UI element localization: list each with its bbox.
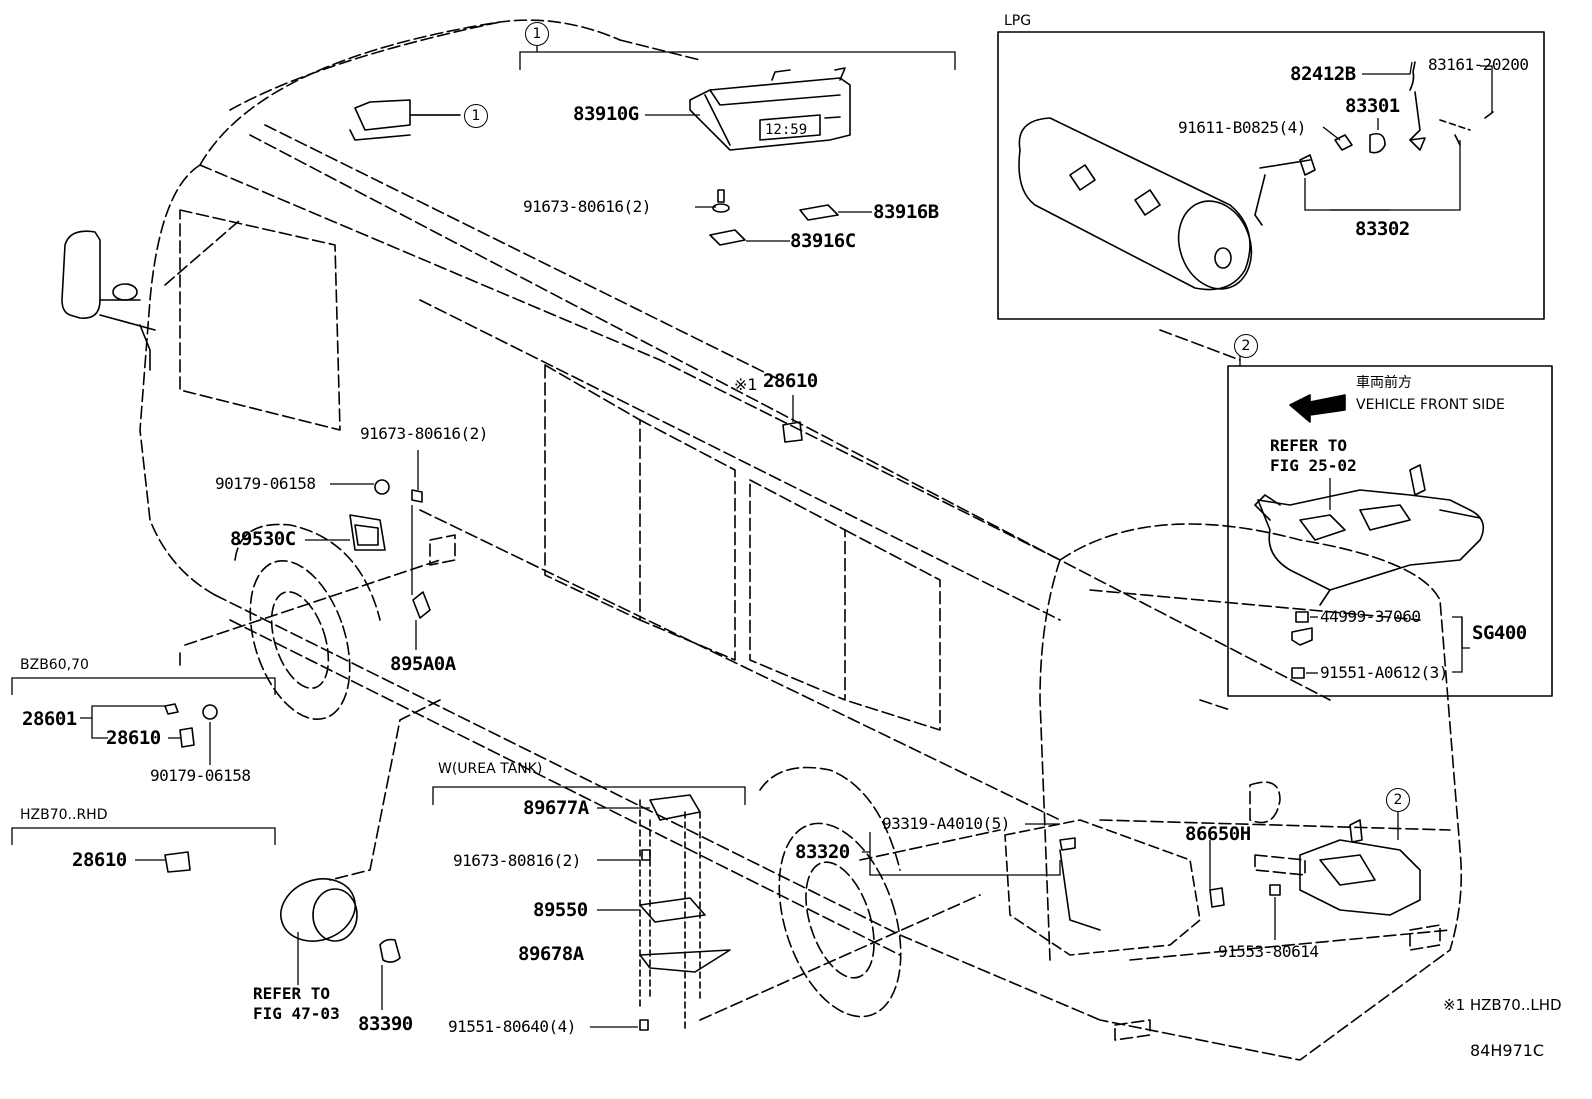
clock-unit-drawing: 12:59: [689, 67, 851, 151]
part-82412B: 82412B: [1290, 63, 1356, 85]
part-83916C: 83916C: [790, 230, 856, 252]
part-28601: 28601: [22, 708, 77, 730]
part-91551-80640: 91551-80640(4): [448, 1017, 576, 1036]
footnote: ※1 HZB70..LHD: [1443, 996, 1562, 1014]
part-91673-80616-mid: 91673-80616(2): [360, 424, 488, 443]
part-89677A: 89677A: [523, 797, 589, 819]
part-91553-80614: 91553-80614: [1218, 942, 1319, 961]
part-83161-20200: 83161-20200: [1428, 55, 1529, 74]
figure-id: 84H971C: [1470, 1041, 1545, 1060]
part-28610-bzb: 28610: [106, 727, 161, 749]
part-83916B: 83916B: [873, 201, 939, 223]
part-90179-06158-a: 90179-06158: [215, 474, 316, 493]
part-28610-hzb: 28610: [72, 849, 127, 871]
part-89530C: 89530C: [230, 528, 296, 550]
svg-text:12:59: 12:59: [765, 122, 807, 138]
part-83302: 83302: [1355, 218, 1410, 240]
part-83320: 83320: [795, 841, 850, 863]
part-91551-A0612: 91551-A0612(3): [1320, 663, 1448, 682]
refer-fig47-line2: FIG 47-03: [253, 1004, 340, 1023]
part-83301: 83301: [1345, 95, 1400, 117]
lpg-tank-drawing: [1018, 61, 1494, 291]
part-91611-B0825: 91611-B0825(4): [1178, 118, 1306, 137]
part-89678A: 89678A: [518, 943, 584, 965]
part-93319-A4010: 93319-A4010(5): [882, 814, 1010, 833]
fuel-tank-drawing: [1254, 464, 1485, 606]
part-91673-80816: 91673-80816(2): [453, 851, 581, 870]
part-90179-06158-b: 90179-06158: [150, 766, 251, 785]
part-89550: 89550: [533, 899, 588, 921]
part-28610-star: 28610: [763, 370, 818, 392]
mirror-drawing: [61, 230, 156, 371]
part-44999-37060: 44999-37060: [1320, 607, 1421, 626]
part-83390: 83390: [358, 1013, 413, 1035]
refer-fig25-line2: FIG 25-02: [1270, 456, 1357, 475]
part-895A0A: 895A0A: [390, 653, 456, 675]
star-mark: ※1: [734, 375, 758, 394]
callout-2-box: 2: [1234, 334, 1258, 358]
screw-drawing-top: [712, 189, 730, 213]
urea-caption: W(UREA TANK): [438, 761, 543, 777]
part-86650H: 86650H: [1185, 823, 1251, 845]
part-91673-80616-top: 91673-80616(2): [523, 197, 651, 216]
refer-fig25-line1: REFER TO: [1270, 436, 1348, 455]
hzb-caption: HZB70..RHD: [20, 807, 108, 823]
vehicle-front-en: VEHICLE FRONT SIDE: [1356, 397, 1505, 413]
callout-1-top: 1: [525, 22, 549, 46]
callout-2-rear: 2: [1386, 788, 1410, 812]
lpg-caption: LPG: [1004, 13, 1032, 29]
part-SG400: SG400: [1472, 622, 1527, 644]
roof-clock-drawing: [349, 99, 461, 141]
callout-1-roof: 1: [464, 104, 488, 128]
bzb-caption: BZB60,70: [20, 657, 89, 673]
part-83910G: 83910G: [573, 103, 639, 125]
vehicle-front-jp: 車両前方: [1356, 375, 1412, 391]
refer-fig47-line1: REFER TO: [253, 984, 331, 1003]
